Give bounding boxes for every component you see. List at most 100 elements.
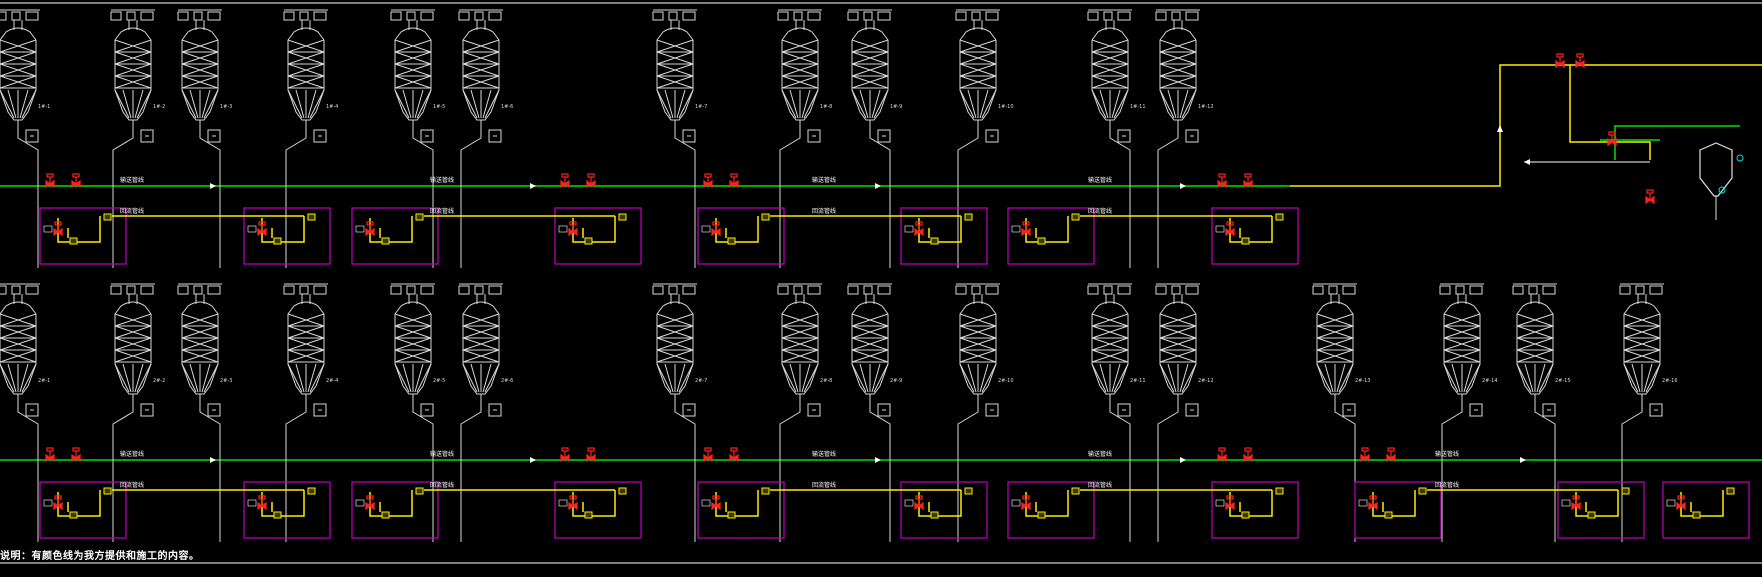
silo-tag-label: 2#-6 <box>501 378 513 384</box>
upper-silo <box>652 9 698 143</box>
silo-tag-label: 2#-2 <box>153 378 165 384</box>
silo-tag-label: 1#-9 <box>890 104 902 110</box>
valve-icon <box>560 173 570 188</box>
silo-tag-label: 1#-10 <box>998 104 1014 110</box>
flow-arrow-icon <box>210 183 216 189</box>
upper-drop-line <box>460 130 482 268</box>
valve-icon <box>1645 189 1655 204</box>
upper-drop-line <box>112 130 134 268</box>
silo-tag-label: 1#-8 <box>820 104 832 110</box>
valve-icon <box>586 447 596 462</box>
lower-silo <box>283 283 329 417</box>
pipe-network: 输送管线输送管线输送管线输送管线回流管线回流管线回流管线回流管线输送管线输送管线… <box>0 130 1762 542</box>
return-line <box>1614 125 1740 160</box>
valve-icon <box>1243 173 1253 188</box>
main-pipe-label: 输送管线 <box>120 176 144 184</box>
silo-tag-label: 1#-5 <box>433 104 445 110</box>
lower-silo <box>110 283 156 417</box>
silo-tag-label: 2#-16 <box>1662 378 1678 384</box>
branch-pipe-label: 回流管线 <box>1435 481 1459 489</box>
valve-icon <box>71 447 81 462</box>
flow-arrow-icon <box>1524 159 1530 165</box>
main-pipe-label: 输送管线 <box>1088 176 1112 184</box>
silo-tag-label: 2#-4 <box>326 378 338 384</box>
lower-drop-line <box>1157 404 1179 542</box>
lower-drop-line <box>17 404 39 542</box>
valve-icon <box>1386 447 1396 462</box>
lower-silo <box>1155 283 1201 417</box>
silo-tag-label: 1#-2 <box>153 104 165 110</box>
lower-silo <box>955 283 1001 417</box>
flow-arrow-icon <box>875 457 881 463</box>
silo-tag-label: 2#-13 <box>1355 378 1371 384</box>
upper-silo <box>177 9 223 143</box>
upper-silo <box>1155 9 1201 143</box>
lower-drop-line <box>1534 404 1556 542</box>
lower-silo <box>390 283 436 417</box>
lower-silo <box>1619 283 1665 417</box>
silo-tag-label: 2#-8 <box>820 378 832 384</box>
silo-tag-label: 1#-1 <box>38 104 50 110</box>
silo-tag-label: 1#-11 <box>1130 104 1146 110</box>
flow-arrow-icon <box>1497 125 1503 132</box>
silo-tag-label: 1#-12 <box>1198 104 1214 110</box>
valve-icon <box>729 173 739 188</box>
upper-drop-line <box>1109 130 1131 268</box>
upper-silo <box>110 9 156 143</box>
upper-drop-line <box>285 130 307 268</box>
upper-silo <box>847 9 893 143</box>
branch-pipe-label: 回流管线 <box>430 481 454 489</box>
lower-drop-line <box>1109 404 1131 542</box>
flow-arrow-icon <box>875 183 881 189</box>
upper-drop-line <box>779 130 801 268</box>
upper-silo <box>458 9 504 143</box>
lower-drop-line <box>1621 404 1643 542</box>
silo-tag-label: 2#-10 <box>998 378 1014 384</box>
lower-silo <box>177 283 223 417</box>
lower-silo <box>652 283 698 417</box>
flow-arrow-icon <box>530 457 536 463</box>
flow-arrow-icon <box>1520 457 1526 463</box>
lower-silo <box>1439 283 1485 417</box>
upper-silo <box>955 9 1001 143</box>
branch-pipe-label: 回流管线 <box>812 481 836 489</box>
upper-drop-line <box>17 130 39 268</box>
branch-pipe-label: 回流管线 <box>1088 207 1112 215</box>
lower-drop-line <box>779 404 801 542</box>
upper-silo <box>0 9 41 143</box>
valve-icon <box>45 447 55 462</box>
lower-drop-line <box>1334 404 1356 542</box>
main-pipe-label: 输送管线 <box>812 176 836 184</box>
silo-tag-label: 2#-15 <box>1555 378 1571 384</box>
main-pipe-label: 输送管线 <box>812 450 836 458</box>
valve-icon <box>45 173 55 188</box>
lower-drop-line <box>112 404 134 542</box>
silo-tag-label: 1#-6 <box>501 104 513 110</box>
valve-icon <box>703 173 713 188</box>
branch-pipe-label: 回流管线 <box>1088 481 1112 489</box>
flow-arrow-icon <box>530 183 536 189</box>
valve-icon <box>703 447 713 462</box>
branch-pipe-label: 回流管线 <box>812 207 836 215</box>
valve-icon <box>1243 447 1253 462</box>
valve-icon <box>729 447 739 462</box>
lower-drop-line <box>285 404 307 542</box>
lower-drop-line <box>869 404 891 542</box>
upper-silo <box>390 9 436 143</box>
lower-silo <box>0 283 41 417</box>
main-pipe-label: 输送管线 <box>120 450 144 458</box>
silo-tag-label: 2#-7 <box>695 378 707 384</box>
silo-tag-label: 1#-7 <box>695 104 707 110</box>
drawing-note: 说明：有颜色线为我方提供和施工的内容。 <box>0 551 200 562</box>
valve-icon <box>1217 447 1227 462</box>
silo-tag-label: 2#-14 <box>1482 378 1498 384</box>
silo-tag-label: 2#-9 <box>890 378 902 384</box>
lower-silo <box>847 283 893 417</box>
hopper-vessel-icon <box>1699 142 1733 197</box>
lower-valve-box <box>1662 481 1750 539</box>
lower-silo <box>1087 283 1133 417</box>
main-pipe-label: 输送管线 <box>1435 450 1459 458</box>
silo-tag-label: 1#-4 <box>326 104 338 110</box>
